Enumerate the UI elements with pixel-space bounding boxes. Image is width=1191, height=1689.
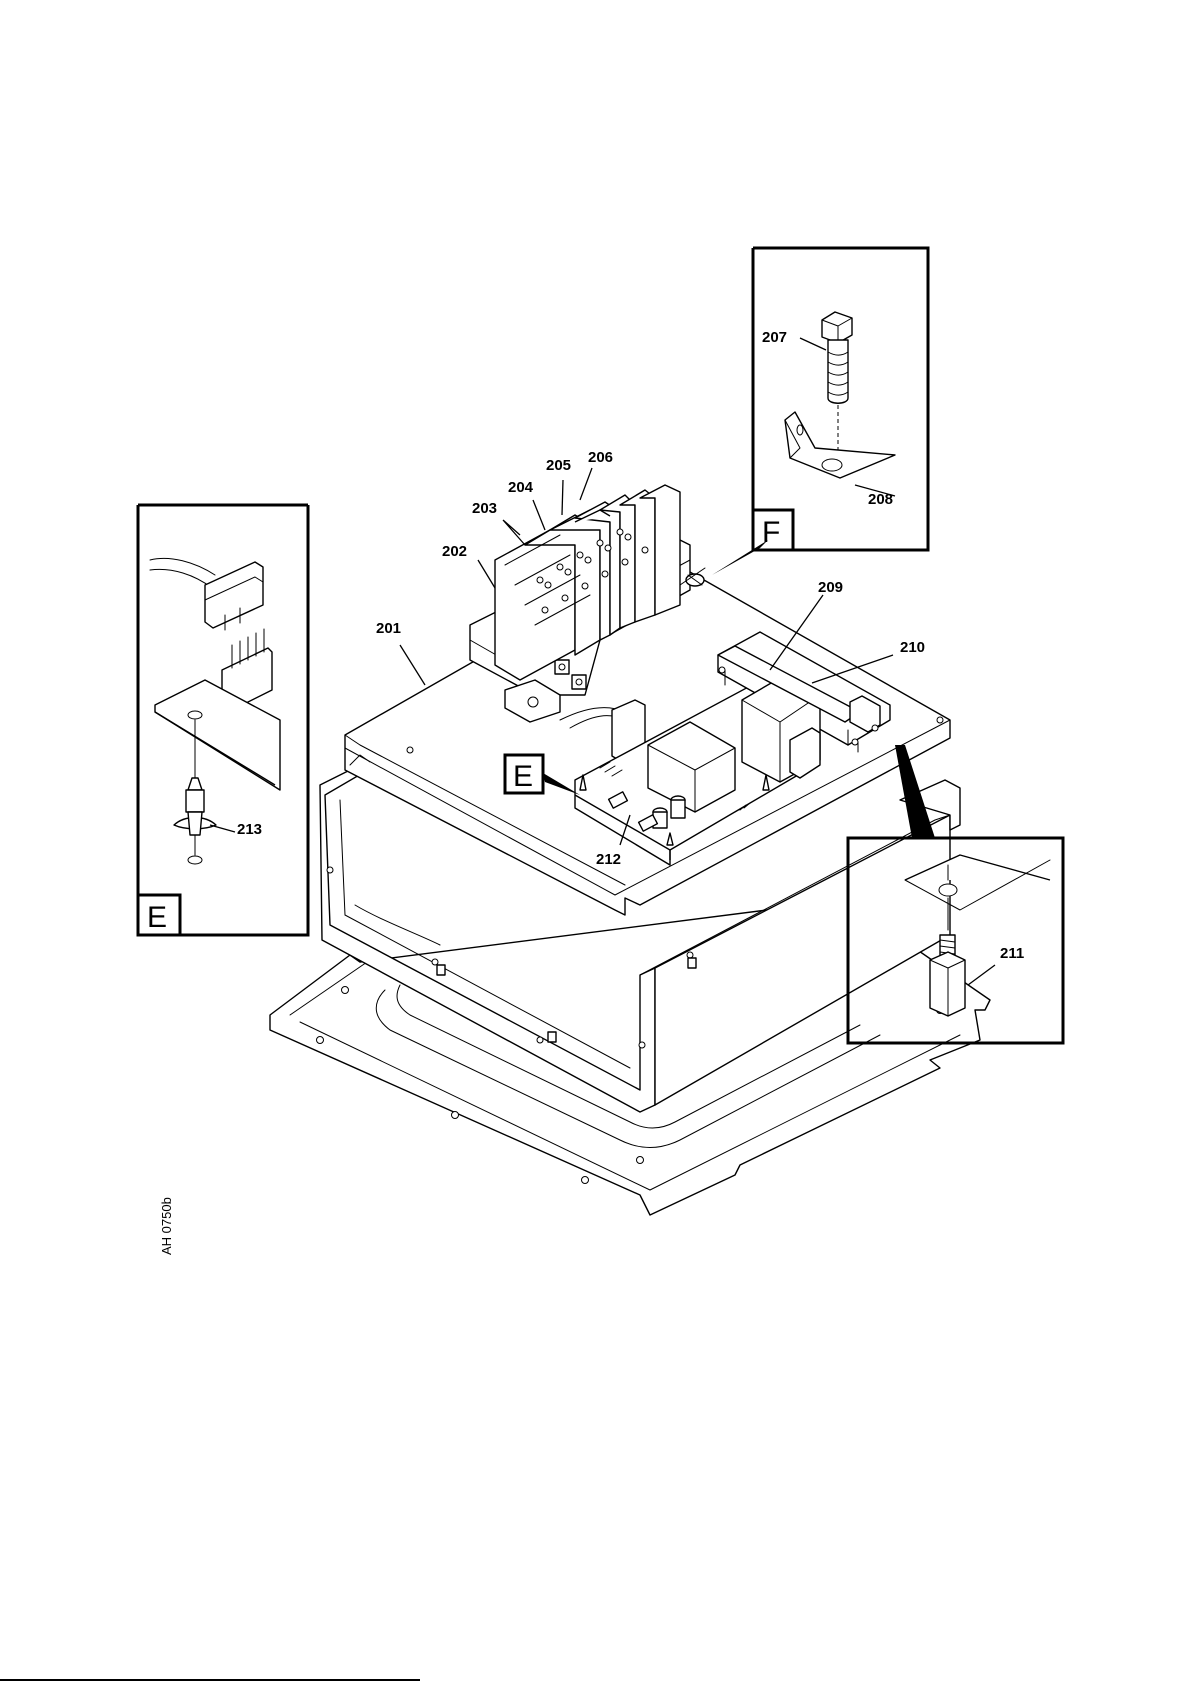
callout-212: 212 [596, 851, 621, 868]
detail-view-e: E [138, 505, 308, 935]
callout-211: 211 [1000, 945, 1024, 962]
callout-202: 202 [442, 543, 467, 560]
callout-209: 209 [818, 579, 843, 596]
detail-view-f: F [712, 248, 928, 575]
callout-201: 201 [376, 620, 401, 637]
callout-206: 206 [588, 449, 613, 466]
callout-213: 213 [237, 821, 262, 838]
callout-203: 203 [472, 500, 497, 517]
drawing-reference-code: AH 0750b [159, 1197, 174, 1255]
callout-204: 204 [508, 479, 534, 496]
detail-f-letter: F [762, 516, 780, 549]
detail-e-pointer-letter: E [513, 760, 533, 793]
callout-207: 207 [762, 329, 787, 346]
callout-210: 210 [900, 639, 925, 656]
callout-208: 208 [868, 491, 893, 508]
detail-e-letter: E [147, 901, 167, 934]
callout-205: 205 [546, 457, 571, 474]
